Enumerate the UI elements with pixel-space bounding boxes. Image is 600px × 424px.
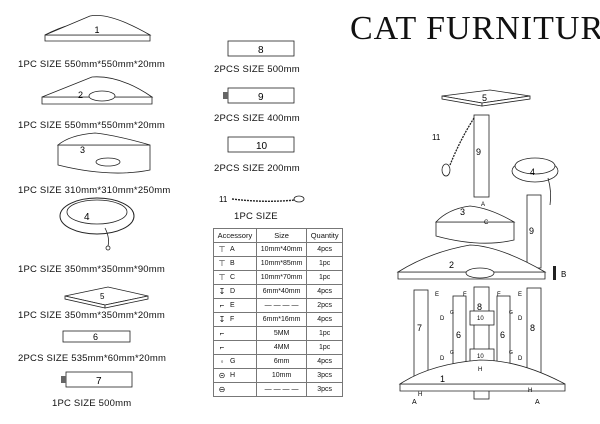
part-2-board: 2 — [41, 76, 154, 105]
part-1-board: 1 — [44, 15, 152, 42]
part-7-post: 7 — [61, 371, 133, 388]
washer-icon: ⊝ — [218, 371, 226, 380]
svg-text:6: 6 — [456, 330, 461, 340]
part-9-number: 9 — [258, 92, 264, 103]
part-3-number: 3 — [80, 145, 85, 155]
svg-text:A: A — [481, 202, 485, 208]
table-row: ◦G 6mm 4pcs — [213, 354, 343, 369]
table-row: ⌐E — — — — 2pcs — [213, 298, 343, 313]
svg-text:3: 3 — [460, 207, 465, 217]
page-title: CAT FURNITURE — [350, 10, 600, 47]
svg-text:H: H — [418, 392, 422, 398]
table-row: ⊖ — — — — 3pcs — [213, 382, 343, 397]
part-10-size: 2PCS SIZE 200mm — [214, 163, 300, 174]
part-10-number: 10 — [256, 141, 268, 152]
svg-text:D: D — [518, 356, 523, 362]
svg-text:1: 1 — [440, 374, 445, 384]
part-11-size: 1PC SIZE — [234, 211, 278, 222]
part-10-post: 10 — [227, 136, 295, 153]
svg-text:G: G — [450, 350, 454, 356]
part-6-size: 2PCS SIZE 535mm*60mm*20mm — [18, 353, 167, 364]
part-5-number: 5 — [100, 292, 105, 301]
table-row: ⊤C 10mm*70mm 1pc — [213, 270, 343, 285]
part-4-bed: 4 — [59, 197, 135, 251]
svg-text:4: 4 — [530, 167, 535, 177]
bolt-icon: ⊤ — [218, 259, 226, 268]
part-8-post: 8 — [227, 40, 295, 57]
part-3-size: 1PC SIZE 310mm*310mm*250mm — [18, 185, 171, 196]
svg-text:9: 9 — [529, 226, 534, 236]
part-8-size: 2PCS SIZE 500mm — [214, 64, 300, 75]
header-quantity: Quantity — [306, 228, 343, 243]
svg-text:F: F — [497, 292, 501, 298]
part-9-post: 9 — [223, 87, 295, 104]
screw-icon: ↧ — [218, 287, 226, 296]
header-accessory: Accessory — [213, 228, 257, 243]
svg-text:8: 8 — [477, 302, 482, 312]
svg-text:11: 11 — [432, 133, 441, 142]
part-5-board: 5 — [64, 286, 149, 309]
table-row: ↧D 6mm*40mm 4pcs — [213, 284, 343, 299]
part-6-number: 6 — [93, 332, 98, 342]
svg-text:8: 8 — [530, 323, 535, 333]
part-3-box: 3 — [56, 132, 151, 174]
hex-key-icon: ⌐ — [219, 329, 225, 338]
part-2-number: 2 — [78, 90, 83, 100]
svg-text:A: A — [412, 399, 417, 406]
part-2-size: 1PC SIZE 550mm*550mm*20mm — [18, 120, 166, 131]
svg-text:D: D — [518, 316, 523, 322]
svg-text:2: 2 — [449, 260, 454, 270]
svg-text:7: 7 — [417, 323, 422, 333]
screw-icon: ↧ — [218, 315, 226, 324]
svg-text:F: F — [463, 292, 467, 298]
svg-text:5: 5 — [482, 93, 487, 103]
svg-text:D: D — [440, 356, 445, 362]
bolt-icon: ⊤ — [218, 273, 226, 282]
table-header-row: Accessory Size Quantity — [213, 228, 343, 243]
table-row: ⊤A 10mm*40mm 4pcs — [213, 242, 343, 257]
svg-text:D: D — [440, 316, 445, 322]
svg-text:B: B — [561, 270, 566, 279]
part-8-number: 8 — [258, 45, 264, 56]
svg-text:G: G — [450, 310, 454, 316]
part-7-size: 1PC SIZE 500mm — [52, 398, 132, 409]
bracket-icon: ⌐ — [219, 301, 225, 310]
table-row: ⊝H 10mm 3pcs — [213, 368, 343, 383]
table-row: ⌐ 5MM 1pc — [213, 326, 343, 341]
table-row: ↧F 6mm*16mm 4pcs — [213, 312, 343, 327]
svg-text:9: 9 — [476, 147, 481, 157]
table-row: ⌐ 4MM 1pc — [213, 340, 343, 355]
svg-text:E: E — [518, 292, 522, 298]
svg-text:G: G — [509, 310, 513, 316]
svg-text:6: 6 — [500, 330, 505, 340]
part-7-number: 7 — [96, 376, 102, 387]
svg-text:H: H — [478, 367, 482, 373]
header-size: Size — [255, 228, 308, 243]
svg-text:10: 10 — [477, 316, 484, 322]
table-row: ⊤B 10mm*85mm 1pc — [213, 256, 343, 271]
part-5-size: 1PC SIZE 350mm*350mm*20mm — [18, 310, 166, 321]
svg-text:E: E — [435, 292, 439, 298]
svg-text:G: G — [509, 350, 513, 356]
cap-icon: ⊖ — [218, 385, 226, 394]
part-6-plank: 6 — [62, 330, 131, 343]
svg-text:C: C — [484, 220, 489, 226]
part-1-number: 1 — [94, 25, 99, 35]
svg-text:10: 10 — [477, 354, 484, 360]
hex-key-icon: ⌐ — [219, 343, 225, 352]
part-4-number: 4 — [84, 212, 90, 223]
part-11-toy-rope: 11 — [219, 195, 305, 204]
accessory-table: Accessory Size Quantity ⊤A 10mm*40mm 4pc… — [213, 228, 343, 397]
washer-icon: ◦ — [220, 357, 224, 366]
part-4-size: 1PC SIZE 350mm*350mm*90mm — [18, 264, 166, 275]
svg-text:A: A — [535, 399, 540, 406]
part-9-size: 2PCS SIZE 400mm — [214, 113, 300, 124]
svg-text:H: H — [528, 388, 532, 394]
bolt-icon: ⊤ — [218, 245, 226, 254]
part-11-number: 11 — [219, 195, 228, 204]
assembly-diagram: 5 9 11 4 9 3 A C 2 B E E F F 7 — [396, 89, 566, 406]
part-1-size: 1PC SIZE 550mm*550mm*20mm — [18, 59, 166, 70]
